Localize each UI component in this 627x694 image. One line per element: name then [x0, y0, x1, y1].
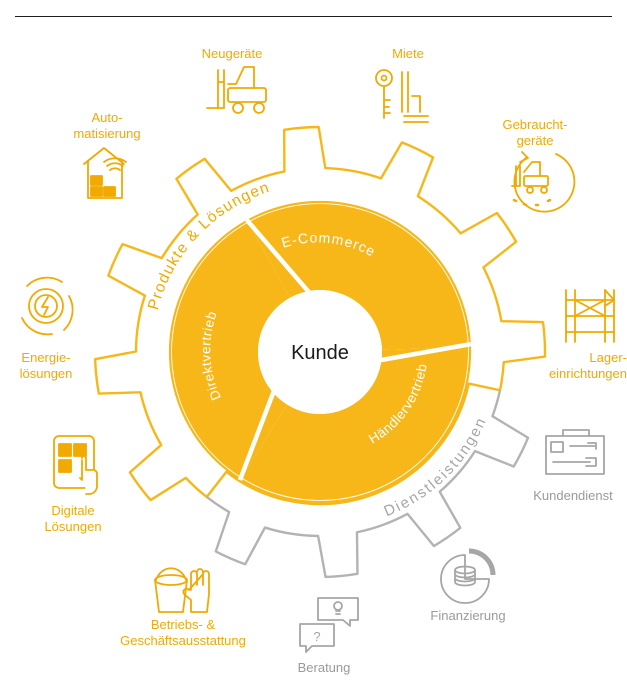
segment-ecommerce[interactable]: [248, 204, 468, 350]
item-auto-line2: matisierung: [73, 126, 141, 141]
item-lager-line1: Lager-: [589, 350, 627, 365]
smart-warehouse-icon: [83, 147, 127, 199]
item-miete-label: Miete: [392, 46, 424, 61]
used-forklift-cycle-icon: [511, 151, 576, 213]
forklift-icon: [206, 66, 267, 114]
item-energie-line1: Energie-: [21, 350, 71, 365]
item-finanzierung-label: Finanzierung: [430, 608, 506, 623]
item-lagereinrichtungen[interactable]: Lager-einrichtungen: [519, 350, 627, 382]
item-neugeraete-label: Neugeräte: [201, 46, 263, 61]
item-kundendienst-label: Kundendienst: [533, 488, 613, 503]
item-gebraucht-line2: geräte: [516, 133, 554, 148]
item-energieloesungen[interactable]: Energie-lösungen: [4, 350, 88, 382]
item-miete[interactable]: Miete: [378, 46, 438, 62]
center-circle: [258, 290, 382, 414]
item-beratung[interactable]: Beratung: [284, 660, 364, 676]
bucket-glove-icon: [154, 567, 210, 613]
consulting-speech-bubbles-icon: ?: [299, 597, 359, 653]
segment-dividers: [237, 218, 472, 481]
item-gebraucht-line1: Gebraucht-: [502, 117, 568, 132]
item-betrieb-line1: Betriebs- &: [150, 617, 216, 632]
question-mark-glyph: ?: [313, 629, 320, 644]
item-digital-line2: Lösungen: [44, 519, 102, 534]
finance-coins-icon: [440, 548, 496, 604]
toolbox-icon: [545, 429, 605, 475]
item-betrieb-line2: Geschäftsausstattung: [120, 633, 246, 648]
top-rule: [15, 16, 612, 17]
item-automatisierung[interactable]: Auto-matisierung: [62, 110, 152, 142]
products-gear-outline: [93, 125, 547, 506]
item-neugeraete[interactable]: Neugeräte: [192, 46, 272, 62]
warehouse-shelving-icon: [565, 289, 615, 343]
item-energie-line2: lösungen: [19, 366, 73, 381]
inner-ring-outline: [168, 200, 472, 504]
item-digital-line1: Digitale: [51, 503, 95, 518]
center-label: Kunde: [291, 342, 349, 364]
segment-direktvertrieb[interactable]: [172, 222, 290, 478]
item-finanzierung[interactable]: Finanzierung: [420, 608, 516, 624]
services-gear-outline: [205, 390, 530, 579]
rental-key-icon: [375, 69, 429, 123]
item-auto-line1: Auto-: [91, 110, 123, 125]
item-gebrauchtgeraete[interactable]: Gebraucht-geräte: [490, 117, 580, 149]
segment-haendlervertrieb[interactable]: [241, 346, 469, 501]
digital-tablet-icon: [53, 435, 98, 495]
item-betriebsausstattung[interactable]: Betriebs- &Geschäftsausstattung: [108, 617, 258, 649]
energy-gear-icon: [21, 276, 74, 336]
item-beratung-label: Beratung: [297, 660, 351, 675]
item-kundendienst[interactable]: Kundendienst: [521, 488, 625, 504]
item-lager-line2: einrichtungen: [548, 366, 627, 381]
